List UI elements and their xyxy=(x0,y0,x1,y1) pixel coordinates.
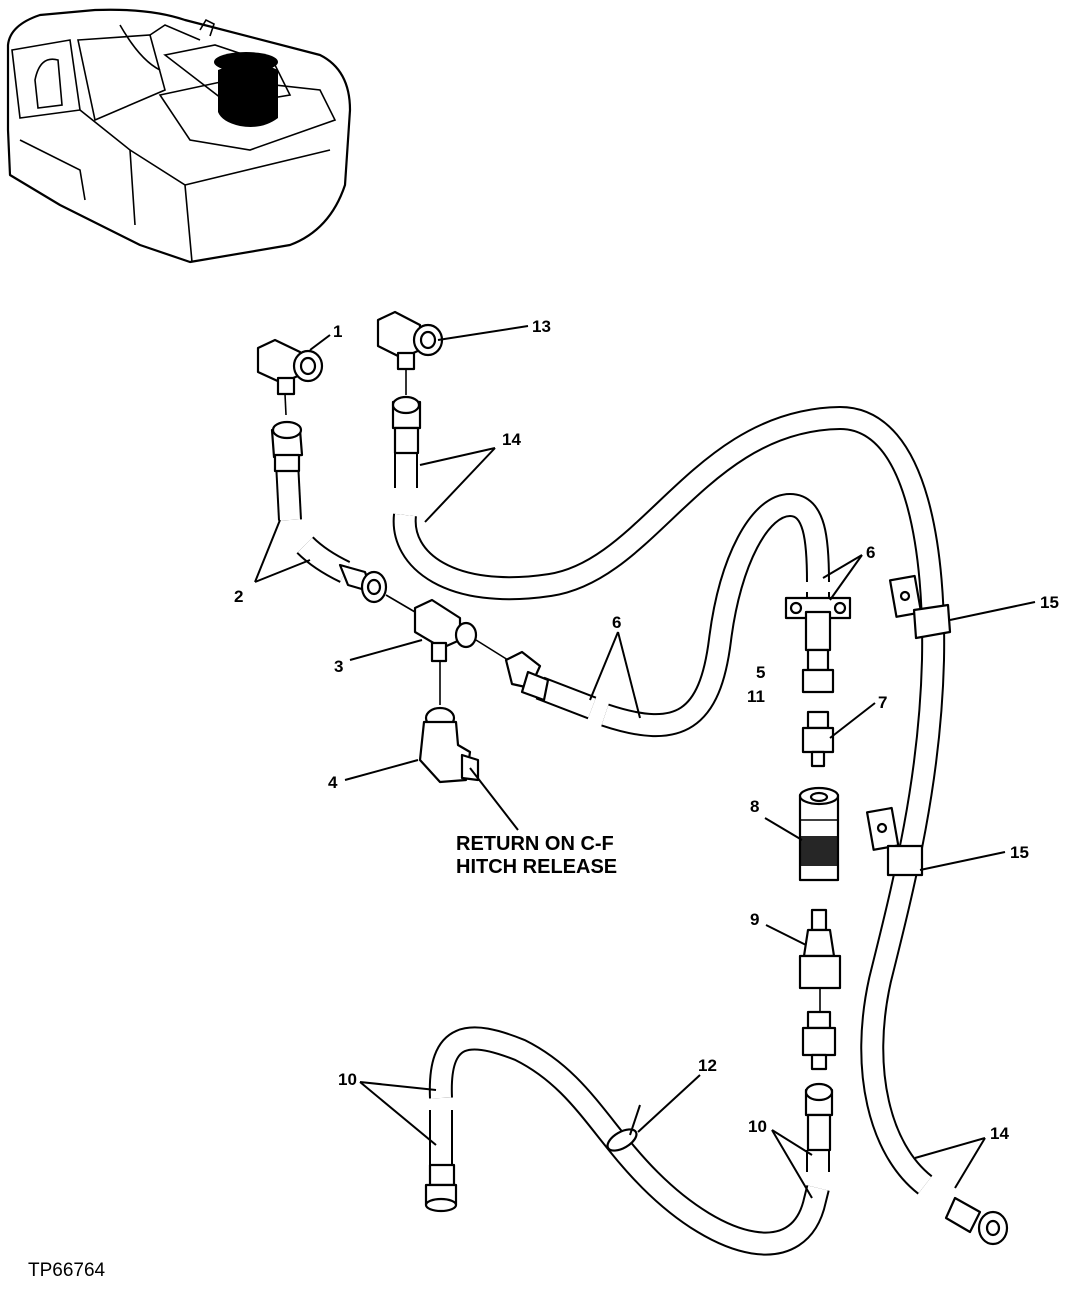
hose-end-2-top xyxy=(270,420,304,473)
callout-5: 5 xyxy=(756,663,765,682)
callout-15-lower: 15 xyxy=(1010,843,1029,862)
clamp-15-lower xyxy=(865,806,924,877)
callout-14-upper: 14 xyxy=(502,430,521,449)
callout-1: 1 xyxy=(333,322,342,341)
fittings xyxy=(256,310,1009,1246)
hose-end-14-top xyxy=(391,395,422,455)
note-line-1: RETURN ON C-F xyxy=(456,833,614,855)
hose-end-10-right xyxy=(804,1082,834,1152)
tee-fitting-1 xyxy=(256,338,324,416)
leader-lines xyxy=(254,325,1036,1199)
callout-13: 13 xyxy=(532,317,551,336)
hose-14-long xyxy=(392,406,946,1195)
elbow-fitting-4 xyxy=(418,706,480,784)
clamp-15-upper xyxy=(888,574,952,640)
figure-id: TP66764 xyxy=(28,1260,106,1281)
callout-14-lower: 14 xyxy=(990,1124,1009,1143)
callout-3: 3 xyxy=(334,657,343,676)
clamp-12 xyxy=(606,1104,641,1152)
callout-8: 8 xyxy=(750,797,759,816)
callout-2: 2 xyxy=(234,587,243,606)
callout-6-left: 6 xyxy=(612,613,621,632)
note-line-2: HITCH RELEASE xyxy=(456,856,617,878)
callout-7: 7 xyxy=(878,693,887,712)
callout-15-upper: 15 xyxy=(1040,593,1059,612)
hose-end-6-left xyxy=(504,650,550,702)
nipple-9 xyxy=(798,908,842,1012)
return-note: RETURN ON C-F HITCH RELEASE xyxy=(456,833,617,878)
union-fitting-2 xyxy=(338,563,416,613)
callout-10-right: 10 xyxy=(748,1117,767,1136)
adapter-lower xyxy=(801,1010,837,1071)
tee-fitting-13 xyxy=(376,310,444,395)
callout-4: 4 xyxy=(328,773,338,792)
hose-end-14-bottom xyxy=(944,1196,1009,1246)
callout-12: 12 xyxy=(698,1056,717,1075)
callout-9: 9 xyxy=(750,910,759,929)
callout-10-left: 10 xyxy=(338,1070,357,1089)
tee-fitting-3 xyxy=(413,598,509,705)
excavator-locator-view xyxy=(6,8,352,264)
adapter-7 xyxy=(801,710,835,768)
hose-end-10-left xyxy=(424,1163,458,1213)
callout-6-right: 6 xyxy=(866,543,875,562)
flange-bracket-5 xyxy=(784,596,852,694)
quick-coupler-8 xyxy=(798,786,840,882)
callout-labels: 1 13 14 2 3 4 6 6 5 11 7 8 9 10 12 10 15… xyxy=(234,317,1059,1143)
callout-11: 11 xyxy=(747,687,765,706)
